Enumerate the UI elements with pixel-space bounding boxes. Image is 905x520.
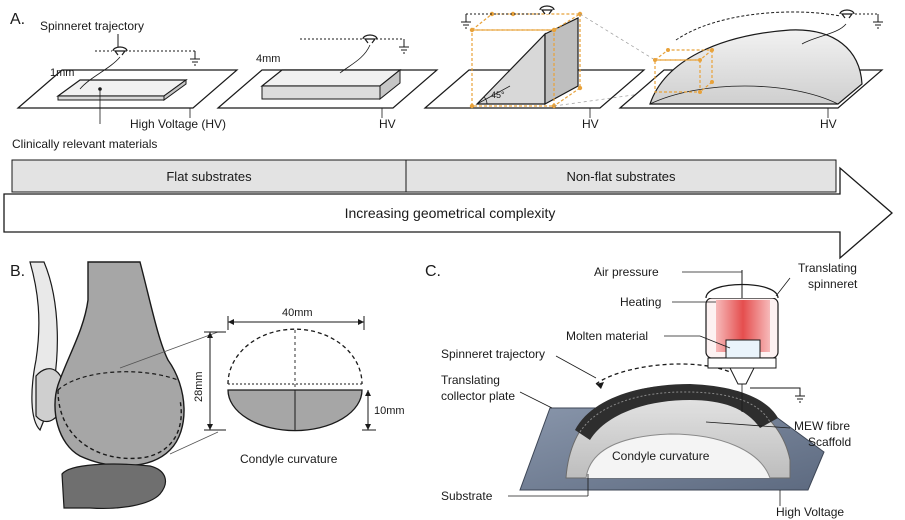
spinneret-trajectory-label: Spinneret trajectory bbox=[40, 19, 144, 33]
wedge-substrate: 45° HV bbox=[423, 5, 646, 131]
spinneret-icon bbox=[539, 5, 555, 15]
category-bands: Flat substrates Non-flat substrates bbox=[11, 159, 837, 193]
flat-substrate-4mm: 4mm HV bbox=[216, 34, 439, 131]
non-flat-substrates-label: Non-flat substrates bbox=[566, 169, 676, 184]
trajectory-arrowhead bbox=[596, 382, 604, 389]
panel-b: B. 40mm 28mm bbox=[10, 261, 405, 510]
trajectory-arrow bbox=[595, 363, 731, 385]
angle-arc bbox=[483, 96, 488, 105]
high-voltage-c-label: High Voltage bbox=[776, 505, 844, 519]
clinical-materials-label: Clinically relevant materials bbox=[12, 137, 157, 151]
ground-icon bbox=[873, 14, 883, 29]
depth-label: 10mm bbox=[374, 405, 405, 417]
inset-box-corners bbox=[653, 48, 714, 94]
height-label: 28mm bbox=[193, 371, 205, 402]
collector-label-1: Translating bbox=[441, 373, 500, 387]
translating-spinneret bbox=[705, 270, 805, 412]
wedge-side bbox=[544, 17, 579, 106]
thick-substrate-end bbox=[379, 68, 401, 101]
molten-material-label: Molten material bbox=[566, 329, 648, 343]
spinneret-icon bbox=[839, 9, 855, 19]
dome-substrate: HV bbox=[618, 9, 884, 131]
translating-spinneret-label-1: Translating bbox=[798, 261, 857, 275]
air-pressure-label: Air pressure bbox=[594, 265, 659, 279]
translating-spinneret-label-2: spinneret bbox=[808, 277, 858, 291]
thickness-4mm-label: 4mm bbox=[256, 53, 280, 65]
wedge-face bbox=[475, 32, 546, 105]
zoom-leader-bottom bbox=[169, 431, 219, 455]
panel-a: A. Spinneret trajectory 1mm High Voltage… bbox=[3, 5, 893, 260]
trajectory-arc bbox=[675, 11, 841, 41]
flat-substrates-label: Flat substrates bbox=[166, 169, 252, 184]
high-voltage-label: High Voltage (HV) bbox=[130, 117, 226, 131]
complexity-label: Increasing geometrical complexity bbox=[345, 205, 556, 221]
substrate-label: Substrate bbox=[441, 489, 493, 503]
heating-label: Heating bbox=[620, 295, 661, 309]
fibre-jet bbox=[79, 56, 121, 90]
panel-a-letter: A. bbox=[10, 11, 25, 28]
condyle-curvature-c-label: Condyle curvature bbox=[612, 449, 710, 463]
condyle-dimension-diagram: 40mm 28mm 10mm Condyle curvature bbox=[193, 307, 405, 466]
thick-substrate-side bbox=[261, 85, 381, 100]
spinneret-trajectory-c-label: Spinneret trajectory bbox=[441, 347, 545, 361]
zoom-leader-top bbox=[119, 331, 219, 369]
thick-substrate-top bbox=[260, 69, 402, 87]
ground-icon bbox=[750, 387, 805, 403]
ground-icon bbox=[399, 39, 409, 54]
collector-label-2: collector plate bbox=[441, 389, 515, 403]
flat-substrate-1mm: 1mm High Voltage (HV) Clinically relevan… bbox=[12, 46, 239, 151]
ground-icon bbox=[190, 51, 200, 66]
nozzle-cone bbox=[729, 367, 755, 385]
spinneret-icon bbox=[362, 34, 378, 44]
fibre-jet bbox=[339, 44, 371, 74]
dome-base-curve bbox=[649, 85, 839, 105]
hv-label-4: HV bbox=[820, 117, 837, 131]
fibre-jet bbox=[801, 23, 847, 45]
angle-label: 45° bbox=[491, 90, 505, 100]
scaffold-mesh bbox=[579, 391, 771, 433]
spinneret-base bbox=[707, 357, 777, 369]
condyle-lower-dashed bbox=[57, 389, 182, 460]
dome-shape bbox=[649, 29, 863, 105]
tibia-bone bbox=[61, 463, 167, 510]
hv-label-3: HV bbox=[582, 117, 599, 131]
arch-front-face bbox=[585, 433, 771, 479]
mew-fibre-scaffold bbox=[575, 384, 778, 440]
complexity-arrow bbox=[3, 166, 893, 260]
hv-label-2: HV bbox=[379, 117, 396, 131]
bounding-box-corners bbox=[469, 11, 583, 109]
flat-substrates-band bbox=[11, 159, 407, 193]
spinneret-icon bbox=[112, 46, 128, 56]
non-flat-substrates-band bbox=[405, 159, 837, 193]
mew-fibre-label: MEW fibre bbox=[794, 419, 850, 433]
condyle-outline-dashed bbox=[57, 371, 179, 391]
condyle-curvature-caption: Condyle curvature bbox=[240, 452, 338, 466]
thickness-1mm-label: 1mm bbox=[50, 67, 74, 79]
ground-icon bbox=[461, 14, 471, 29]
width-label: 40mm bbox=[282, 307, 313, 319]
panel-b-letter: B. bbox=[10, 263, 25, 280]
scaffold-label: Scaffold bbox=[808, 435, 851, 449]
bounding-box-dashed bbox=[470, 13, 583, 107]
callout-lines bbox=[508, 271, 791, 506]
panel-c: C. bbox=[425, 261, 858, 519]
clinical-dot bbox=[98, 87, 102, 91]
panel-c-letter: C. bbox=[425, 263, 441, 280]
thin-substrate-end bbox=[163, 79, 187, 101]
thin-substrate-side bbox=[57, 95, 165, 101]
wedge-base-edge bbox=[476, 85, 511, 105]
